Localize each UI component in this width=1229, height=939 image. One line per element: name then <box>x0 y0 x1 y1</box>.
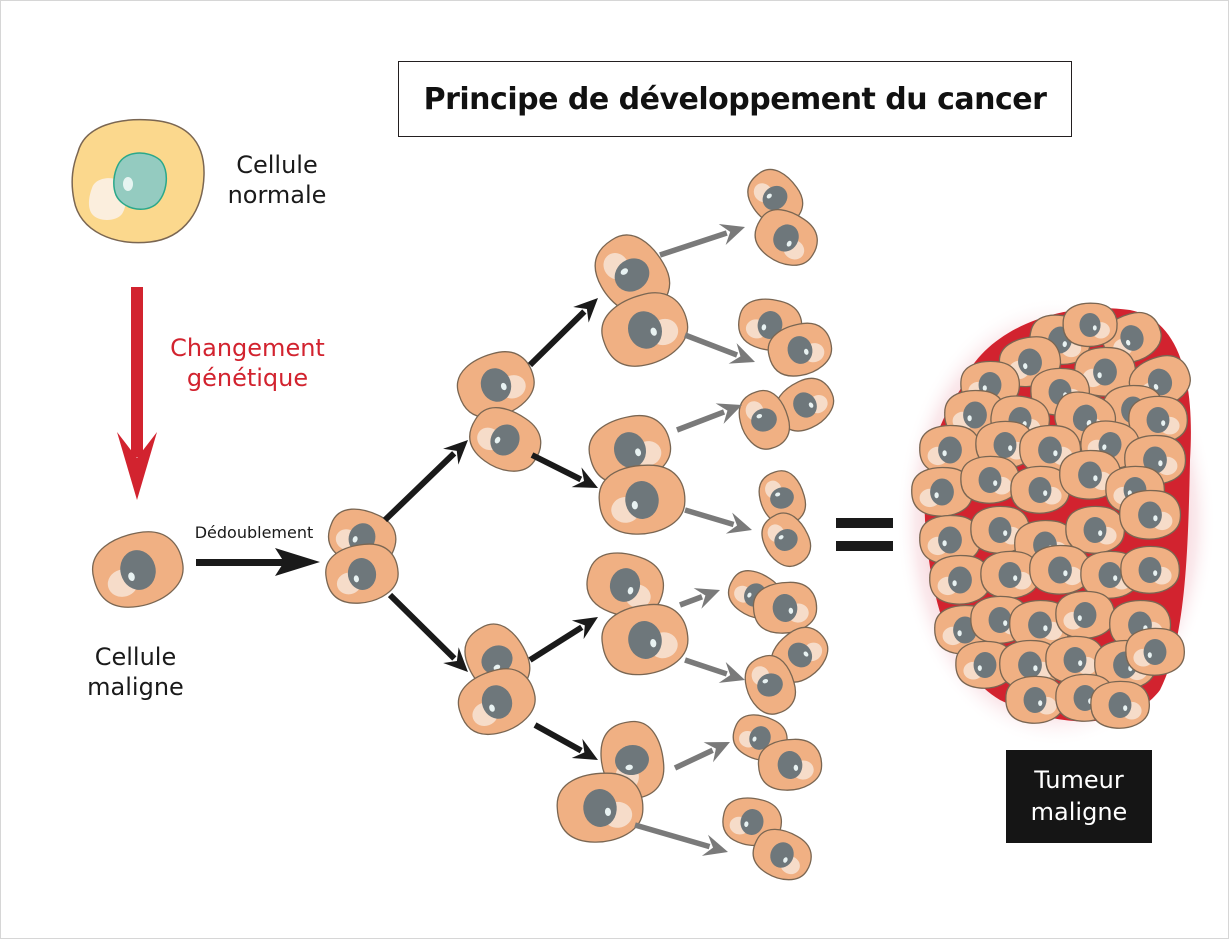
branch-arrow <box>659 224 745 258</box>
branch-arrow <box>684 332 755 364</box>
tumor-cell-icon <box>1125 627 1185 676</box>
tumor-cell-icon <box>919 514 982 565</box>
equals-sign-icon <box>836 518 893 551</box>
tumor-cell-icon <box>960 455 1020 504</box>
branch-arrow <box>533 722 598 760</box>
branch-arrow <box>528 617 598 663</box>
normal-cell-label: Cellule normale <box>212 150 342 210</box>
tumor-cell-icon <box>1029 544 1092 595</box>
malignant-cell-icon <box>757 738 823 791</box>
tumor-cell-icon <box>1128 395 1188 444</box>
malignant-cell-icon <box>457 668 536 735</box>
genetic-change-label-line2: génétique <box>186 364 309 392</box>
branch-arrow <box>530 452 598 488</box>
malignant-cell-icon <box>469 406 542 472</box>
malignant-cell-icon <box>601 603 689 676</box>
tumor-cell-icon <box>1120 545 1180 594</box>
tumor-label-line2: maligne <box>1030 797 1128 826</box>
tumor-cell-icon <box>1065 505 1125 554</box>
tumor-cell-icon <box>919 424 982 475</box>
malignant-tumor <box>896 297 1216 747</box>
malignant-cell-label-line2: maligne <box>87 673 184 701</box>
tumor-cell-icon <box>980 550 1040 599</box>
branch-arrows-layer <box>382 224 755 856</box>
branch-arrow <box>673 742 730 771</box>
tumor-cell-icon <box>1005 675 1065 724</box>
malignant-cell-icon <box>738 389 790 450</box>
tumor-label-line1: Tumeur <box>1034 766 1124 795</box>
malignant-cell-icon <box>325 543 399 604</box>
doubling-arrow <box>196 548 320 576</box>
malignant-cell-icon <box>601 292 689 367</box>
malignant-cell-icon <box>456 351 535 418</box>
branch-arrow <box>387 592 468 672</box>
malignant-cell-icon <box>758 470 807 526</box>
malignant-cell-icon <box>754 209 818 266</box>
doubling-label: Dédoublement <box>194 523 314 542</box>
branch-arrow <box>382 440 468 523</box>
tumor-cells <box>911 302 1191 729</box>
normal-cell-label-line2: normale <box>227 181 327 209</box>
genetic-change-label-line1: Changement <box>170 334 325 362</box>
genetic-change-label: Changement génétique <box>150 333 345 393</box>
normal-cell-label-line1: Cellule <box>236 151 318 179</box>
page-title: Principe de développement du cancer <box>423 81 1047 117</box>
tumor-cell-icon <box>1010 465 1070 514</box>
malignant-cell-icon <box>586 552 664 617</box>
malignant-cell-icon <box>752 581 818 634</box>
branch-arrow <box>684 507 752 534</box>
malignant-cell-icon <box>775 377 835 432</box>
branch-arrow <box>527 298 598 368</box>
malignant-cell-label: Cellule maligne <box>68 642 203 702</box>
malignant-cell-icon <box>598 464 686 535</box>
branch-arrow <box>634 822 728 856</box>
tumor-cell-icon <box>1045 635 1105 684</box>
malignant-cell-label-line1: Cellule <box>94 643 177 671</box>
tumor-cell-icon <box>955 640 1015 689</box>
malignant-cell-icon <box>744 654 796 715</box>
title-box: Principe de développement du cancer <box>398 61 1072 137</box>
tumor-cell-icon <box>1062 302 1118 348</box>
normal-cell-icon <box>71 118 205 244</box>
malignant-cell-icon <box>752 828 812 881</box>
malignant-cells-layer <box>91 168 835 881</box>
genetic-change-arrow <box>117 287 157 500</box>
tumor-cell-icon <box>1119 489 1182 540</box>
tumor-cell-icon <box>929 554 992 605</box>
tumor-cell-icon <box>1055 590 1115 639</box>
malignant-cell-icon <box>91 531 184 608</box>
malignant-cell-icon <box>556 772 644 843</box>
branch-arrow <box>676 403 742 433</box>
branch-arrow <box>684 657 745 683</box>
branch-arrow <box>679 588 720 609</box>
tumor-cell-icon <box>1090 680 1150 729</box>
malignant-cell-icon <box>761 512 812 567</box>
malignant-cell-icon <box>767 322 833 377</box>
tumor-label-badge: Tumeur maligne <box>1006 750 1152 843</box>
